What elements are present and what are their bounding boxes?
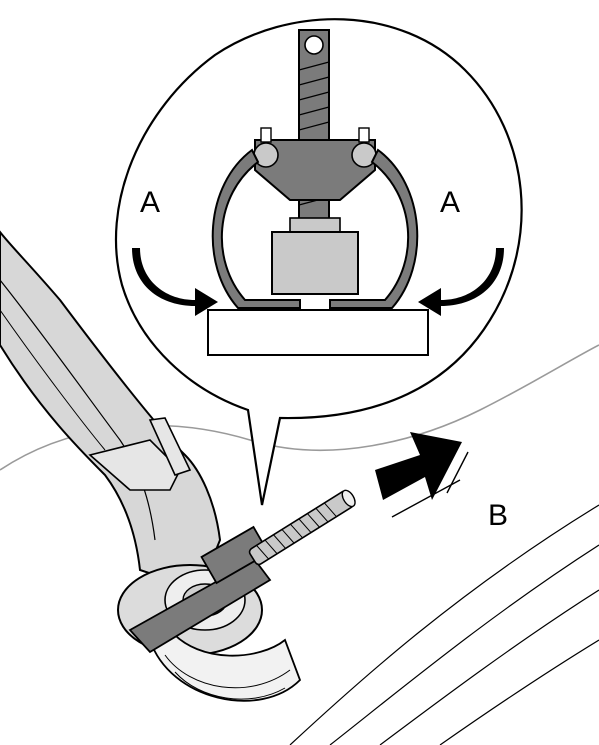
panel-edge-1 [329, 544, 599, 745]
puller-jaw [128, 558, 272, 654]
straight-arrow-icon [375, 432, 462, 500]
arm-ridge [0, 279, 156, 541]
puller-yoke [254, 139, 376, 201]
joint-boot-fold [164, 654, 291, 689]
puller-jaw-left [211, 148, 301, 309]
arm-tab [148, 417, 192, 476]
installed-puller [128, 489, 356, 654]
label-a-right: A [440, 186, 460, 219]
puller-block [200, 525, 270, 585]
curved-arrow-icon [418, 248, 504, 316]
suspension-arm [0, 230, 222, 592]
puller-jaw-right [329, 148, 419, 309]
panel-edge-3 [439, 639, 599, 745]
label-a-left: A [140, 186, 160, 219]
joint-boot-fold-2 [174, 671, 286, 700]
panel-edge-2 [379, 589, 599, 745]
panel-curve-lower [289, 504, 599, 745]
arm-bracket [88, 439, 181, 491]
puller-screw [248, 489, 356, 566]
label-b: B [488, 499, 508, 532]
curved-arrow-icon [132, 248, 218, 316]
arm-ridge-2 [0, 309, 106, 451]
arrow-b: B [375, 432, 508, 532]
magnified-callout: A A [114, 18, 523, 506]
screw-collar [289, 217, 341, 233]
workpiece-plate [207, 309, 429, 356]
center-block [271, 231, 359, 295]
arm-body [0, 230, 222, 592]
